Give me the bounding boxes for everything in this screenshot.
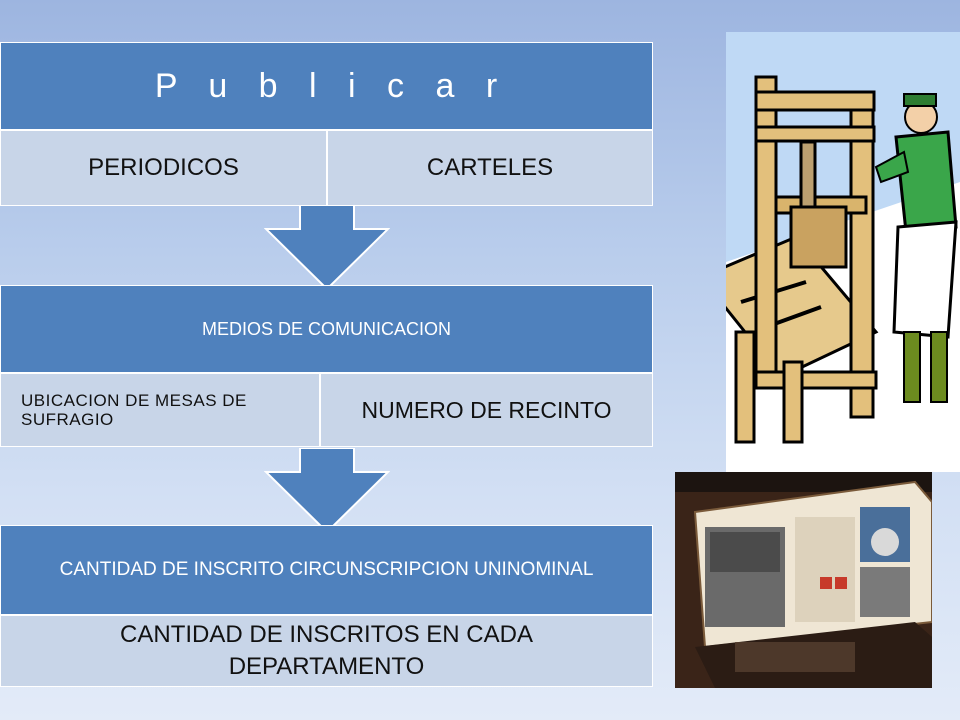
item-inscritos-departamento: CANTIDAD DE INSCRITOS EN CADA DEPARTAMEN… (0, 615, 653, 687)
block-items: PERIODICOS CARTELES (0, 130, 653, 206)
down-arrow-2 (264, 448, 390, 534)
printing-press-image (726, 32, 960, 472)
block-items: CANTIDAD DE INSCRITOS EN CADA DEPARTAMEN… (0, 615, 653, 687)
block-publicar: P u b l i c a r PERIODICOS CARTELES (0, 42, 653, 206)
block-items: UBICACION DE MESAS DE SUFRAGIO NUMERO DE… (0, 373, 653, 447)
item-numero-recinto: NUMERO DE RECINTO (320, 373, 653, 447)
item-ubicacion-mesas: UBICACION DE MESAS DE SUFRAGIO (0, 373, 320, 447)
block-medios: MEDIOS DE COMUNICACION UBICACION DE MESA… (0, 285, 653, 447)
block-cantidad: CANTIDAD DE INSCRITO CIRCUNSCRIPCION UNI… (0, 525, 653, 687)
exhibit-photo-image (675, 472, 932, 688)
block-header-medios: MEDIOS DE COMUNICACION (0, 285, 653, 373)
item-carteles: CARTELES (327, 130, 653, 206)
block-header-publicar: P u b l i c a r (0, 42, 653, 130)
block-header-cantidad: CANTIDAD DE INSCRITO CIRCUNSCRIPCION UNI… (0, 525, 653, 615)
item-periodicos: PERIODICOS (0, 130, 327, 206)
down-arrow-1 (264, 205, 390, 291)
